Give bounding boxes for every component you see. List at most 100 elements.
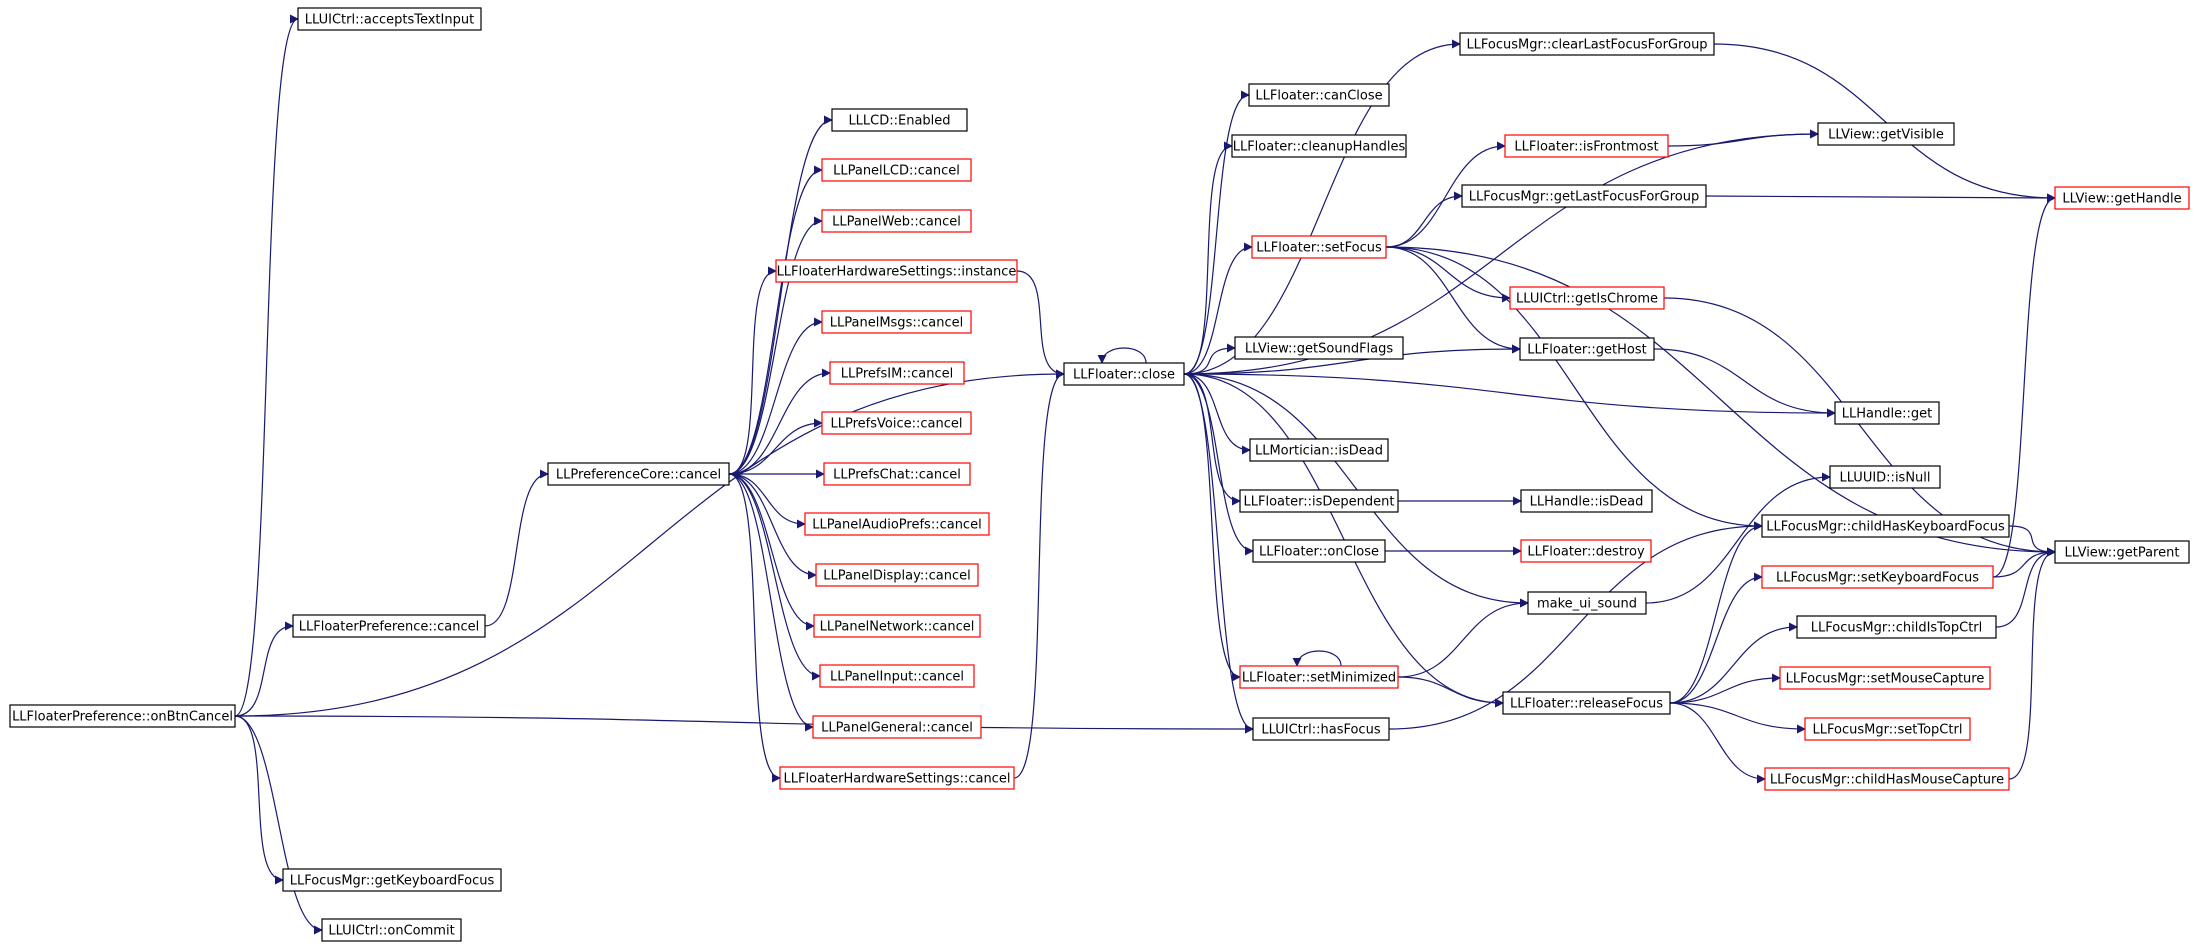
node-getIsChrome[interactable]: LLUICtrl::getIsChrome — [1509, 286, 1665, 310]
edge-releaseFocus-to-childIsTopCtrl — [1669, 622, 1798, 704]
node-box — [1252, 539, 1386, 563]
node-coreCancel[interactable]: LLPreferenceCore::cancel — [547, 462, 730, 486]
node-setKbFocus[interactable]: LLFocusMgr::setKeyboardFocus — [1761, 565, 1994, 589]
node-hwCancel[interactable]: LLFloaterHardwareSettings::cancel — [779, 766, 1015, 790]
node-label: LLFloater::releaseFocus — [1510, 697, 1663, 712]
node-label: LLFloaterPreference::onBtnCancel — [12, 710, 233, 725]
node-getLastFocus[interactable]: LLFocusMgr::getLastFocusForGroup — [1461, 184, 1707, 208]
node-getSoundFlags[interactable]: LLView::getSoundFlags — [1234, 336, 1404, 360]
node-label: LLUICtrl::getIsChrome — [1516, 292, 1658, 307]
edge-floaterClose-to-makeUiSound — [1183, 373, 1529, 608]
node-setMouseCapture[interactable]: LLFocusMgr::setMouseCapture — [1779, 666, 1991, 690]
node-label: LLPanelGeneral::cancel — [821, 721, 973, 736]
edge-coreCancel-to-panelAudio — [728, 473, 806, 529]
node-clearLastFocus[interactable]: LLFocusMgr::clearLastFocusForGroup — [1459, 32, 1715, 56]
node-makeUiSound[interactable]: make_ui_sound — [1527, 591, 1647, 615]
edge-floaterClose-to-floaterClose — [1097, 347, 1147, 364]
node-label: LLFloaterPreference::cancel — [299, 620, 480, 635]
node-childIsTopCtrl[interactable]: LLFocusMgr::childIsTopCtrl — [1796, 615, 1997, 639]
edge-hwCancel-to-floaterClose — [1013, 369, 1065, 779]
node-uuidIsNull[interactable]: LLUUID::isNull — [1829, 465, 1941, 489]
node-label: LLFocusMgr::clearLastFocusForGroup — [1466, 38, 1707, 53]
node-childHasMouseCapture[interactable]: LLFocusMgr::childHasMouseCapture — [1764, 767, 2010, 791]
node-box — [779, 766, 1015, 790]
node-releaseFocus[interactable]: LLFloater::releaseFocus — [1502, 691, 1671, 715]
node-panelLCD[interactable]: LLPanelLCD::cancel — [821, 158, 972, 182]
node-floaterClose[interactable]: LLFloater::close — [1063, 362, 1185, 386]
node-onClose[interactable]: LLFloater::onClose — [1252, 539, 1386, 563]
node-panelGeneral[interactable]: LLPanelGeneral::cancel — [812, 715, 982, 739]
node-handleGet[interactable]: LLHandle::get — [1834, 401, 1940, 425]
node-isDependent[interactable]: LLFloater::isDependent — [1239, 489, 1399, 513]
edge-hasFocus-to-childHasKbFocus — [1388, 521, 1763, 730]
node-box — [804, 512, 990, 536]
node-onCommit[interactable]: LLUICtrl::onCommit — [321, 918, 462, 942]
node-prefCancel[interactable]: LLFloaterPreference::cancel — [292, 614, 486, 638]
node-label: LLHandle::get — [1842, 407, 1932, 422]
node-label: LLFocusMgr::getKeyboardFocus — [290, 874, 495, 889]
node-root[interactable]: LLFloaterPreference::onBtnCancel — [9, 704, 236, 728]
edge-setFocus-to-childHasKbFocus — [1385, 246, 1763, 531]
edge-setFocus-to-getLastFocus — [1385, 191, 1463, 248]
node-acceptsText[interactable]: LLUICtrl::acceptsTextInput — [297, 7, 482, 31]
node-prefsIM[interactable]: LLPrefsIM::cancel — [829, 361, 965, 385]
node-isFrontmost[interactable]: LLFloater::isFrontmost — [1504, 134, 1669, 158]
edge-coreCancel-to-panelNetwork — [728, 473, 815, 631]
edge-setFocus-to-getHost — [1385, 246, 1521, 354]
edge-releaseFocus-to-childHasKbFocus — [1669, 521, 1763, 704]
node-panelMsgs[interactable]: LLPanelMsgs::cancel — [821, 310, 972, 334]
node-canClose[interactable]: LLFloater::canClose — [1248, 83, 1390, 107]
edge-floaterClose-to-getSoundFlags — [1183, 343, 1236, 375]
node-label: LLFloater::isFrontmost — [1514, 140, 1658, 155]
node-getVisible[interactable]: LLView::getVisible — [1817, 122, 1955, 146]
node-panelWeb[interactable]: LLPanelWeb::cancel — [821, 209, 972, 233]
node-hasFocus[interactable]: LLUICtrl::hasFocus — [1252, 717, 1390, 741]
node-label: LLView::getParent — [2065, 546, 2180, 561]
node-cleanupHandles[interactable]: LLFloater::cleanupHandles — [1231, 134, 1407, 158]
node-prefsChat[interactable]: LLPrefsChat::cancel — [823, 462, 971, 486]
node-box — [821, 158, 972, 182]
node-box — [821, 310, 972, 334]
edge-getHost-to-handleGet — [1653, 348, 1836, 418]
node-hwInstance[interactable]: LLFloaterHardwareSettings::instance — [775, 259, 1018, 283]
node-box — [1520, 539, 1652, 563]
node-panelNetwork[interactable]: LLPanelNetwork::cancel — [813, 614, 981, 638]
node-box — [1527, 591, 1647, 615]
node-box — [282, 868, 502, 892]
node-label: LLFocusMgr::setTopCtrl — [1813, 723, 1963, 738]
node-childHasKbFocus[interactable]: LLFocusMgr::childHasKeyboardFocus — [1761, 514, 2010, 538]
edge-setMinimized-to-makeUiSound — [1397, 598, 1529, 678]
node-isDead[interactable]: LLMortician::isDead — [1249, 438, 1389, 462]
nodes: LLFloaterPreference::onBtnCancelLLUICtrl… — [9, 7, 2190, 942]
node-handleIsDead[interactable]: LLHandle::isDead — [1520, 489, 1653, 513]
node-box — [547, 462, 730, 486]
node-lcdEnabled[interactable]: LLLCD::Enabled — [831, 108, 968, 132]
node-panelInput[interactable]: LLPanelInput::cancel — [819, 664, 975, 688]
node-getKbFocus[interactable]: LLFocusMgr::getKeyboardFocus — [282, 868, 502, 892]
node-label: LLPanelAudioPrefs::cancel — [812, 518, 981, 533]
node-prefsVoice[interactable]: LLPrefsVoice::cancel — [821, 411, 972, 435]
edge-root-to-hasFocus — [234, 715, 1254, 734]
node-box — [1239, 665, 1399, 689]
node-label: LLLCD::Enabled — [848, 114, 950, 129]
node-panelAudio[interactable]: LLPanelAudioPrefs::cancel — [804, 512, 990, 536]
edge-setKbFocus-to-getHandle — [1992, 193, 2056, 578]
node-box — [1779, 666, 1991, 690]
node-box — [1520, 489, 1653, 513]
edge-getIsChrome-to-getParent — [1663, 297, 2056, 557]
edge-setMinimized-to-releaseFocus — [1397, 676, 1504, 708]
node-getHost[interactable]: LLFloater::getHost — [1519, 337, 1655, 361]
node-panelDisplay[interactable]: LLPanelDisplay::cancel — [815, 563, 979, 587]
node-getHandle[interactable]: LLView::getHandle — [2054, 186, 2190, 210]
node-setTopCtrl[interactable]: LLFocusMgr::setTopCtrl — [1804, 717, 1971, 741]
edge-coreCancel-to-panelGeneral — [728, 473, 814, 732]
edge-floaterClose-to-getHost — [1183, 344, 1521, 375]
node-setFocus[interactable]: LLFloater::setFocus — [1251, 235, 1387, 259]
node-destroy[interactable]: LLFloater::destroy — [1520, 539, 1652, 563]
node-box — [2054, 186, 2190, 210]
edge-releaseFocus-to-setMouseCapture — [1669, 673, 1781, 704]
node-getParent[interactable]: LLView::getParent — [2054, 540, 2190, 564]
edge-coreCancel-to-panelDisplay — [728, 473, 817, 580]
node-box — [821, 209, 972, 233]
node-setMinimized[interactable]: LLFloater::setMinimized — [1239, 665, 1399, 689]
